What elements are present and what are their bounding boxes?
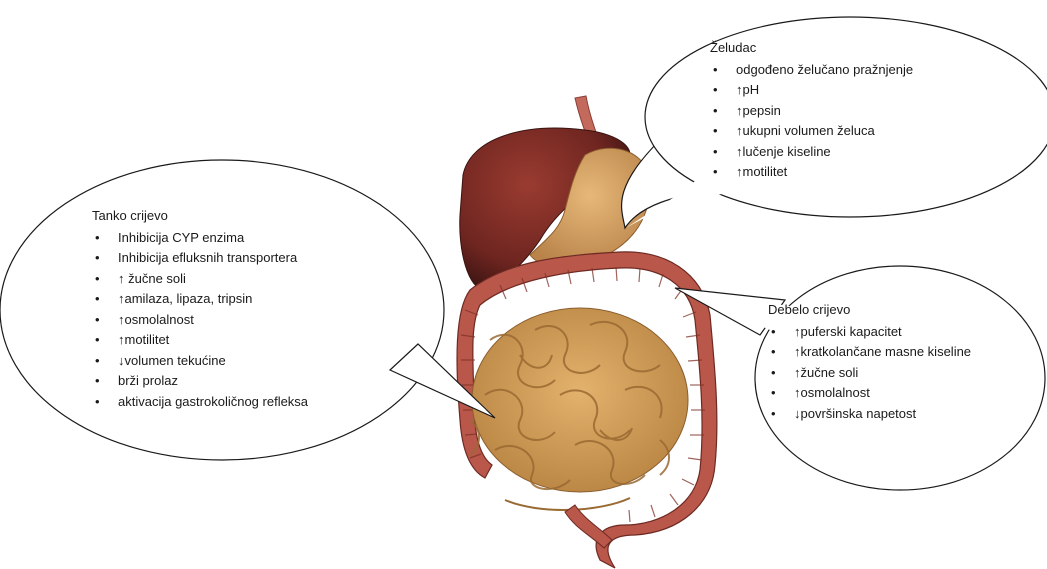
stomach-title: Želudac [710, 38, 913, 59]
list-item: ↑amilaza, lipaza, tripsin [92, 289, 308, 310]
list-item: ↓površinska napetost [768, 404, 971, 425]
list-item: ↑motilitet [92, 330, 308, 351]
stomach-effects: Želudac odgođeno želučano pražnjenje ↑pH… [710, 38, 913, 183]
list-item: ↑ žučne soli [92, 269, 308, 290]
list-item: ↑motilitet [710, 162, 913, 183]
rectum [565, 505, 612, 548]
small-intestine-effects: Tanko crijevo Inhibicija CYP enzima Inhi… [92, 206, 308, 412]
list-item: ↑pepsin [710, 101, 913, 122]
stomach-effects-list: odgođeno želučano pražnjenje ↑pH ↑pepsin… [710, 60, 913, 183]
list-item: ↑ukupni volumen želuca [710, 121, 913, 142]
large-intestine-title: Debelo crijevo [768, 300, 971, 321]
list-item: brži prolaz [92, 371, 308, 392]
list-item: Inhibicija efluksnih transportera [92, 248, 308, 269]
list-item: ↑puferski kapacitet [768, 322, 971, 343]
list-item: ↑kratkolančane masne kiseline [768, 342, 971, 363]
list-item: aktivacija gastrokoličnog refleksa [92, 392, 308, 413]
small-intestine-effects-list: Inhibicija CYP enzima Inhibicija efluksn… [92, 228, 308, 413]
list-item: ↓volumen tekućine [92, 351, 308, 372]
large-intestine-effects: Debelo crijevo ↑puferski kapacitet ↑krat… [768, 300, 971, 424]
list-item: Inhibicija CYP enzima [92, 228, 308, 249]
large-intestine-effects-list: ↑puferski kapacitet ↑kratkolančane masne… [768, 322, 971, 425]
list-item: ↑pH [710, 80, 913, 101]
list-item: ↑lučenje kiseline [710, 142, 913, 163]
small-intestine [470, 308, 688, 510]
list-item: ↑žučne soli [768, 363, 971, 384]
list-item: odgođeno želučano pražnjenje [710, 60, 913, 81]
list-item: ↑osmolalnost [768, 383, 971, 404]
small-intestine-title: Tanko crijevo [92, 206, 308, 227]
list-item: ↑osmolalnost [92, 310, 308, 331]
